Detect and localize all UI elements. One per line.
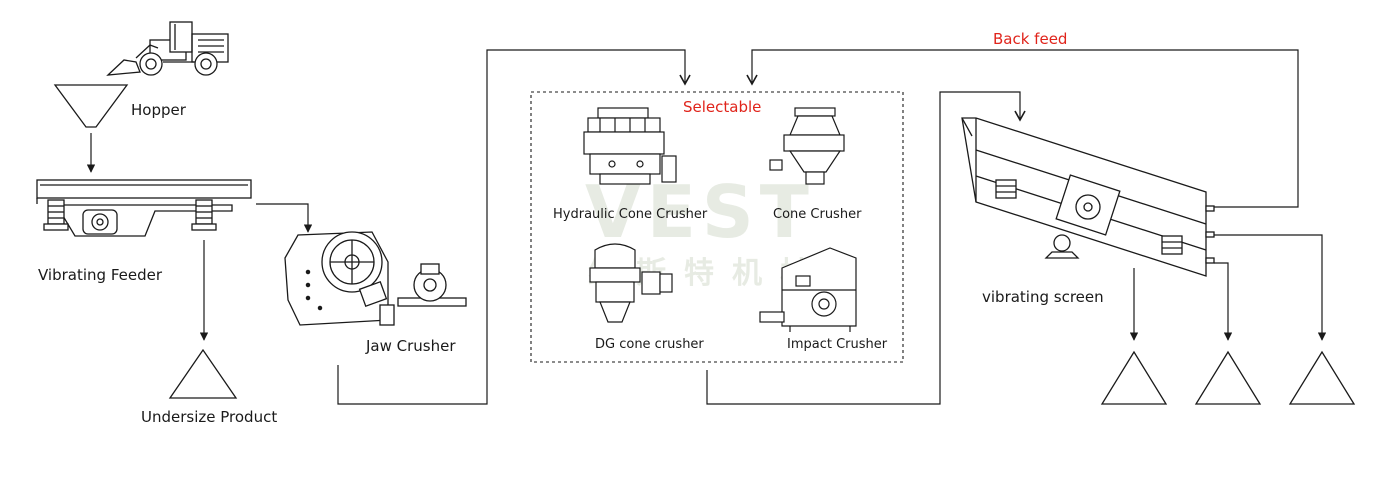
product-pile-2-icon: [1194, 350, 1262, 405]
arrow-back-feed: [746, 49, 1299, 208]
wheel-loader-icon: [106, 21, 229, 76]
undersize-pile-icon: [168, 348, 238, 399]
arrow-secondary-to-screen: [706, 91, 1026, 405]
label-hopper: Hopper: [131, 101, 186, 119]
product-pile-3-icon: [1288, 350, 1356, 405]
arrow-feeder-to-jaw: [256, 203, 313, 233]
jaw-crusher-icon: [284, 231, 467, 326]
label-vibrating-feeder: Vibrating Feeder: [38, 266, 163, 284]
label-jaw-crusher: Jaw Crusher: [366, 337, 456, 355]
impact-crusher-icon: [759, 247, 857, 332]
label-cone-crusher: Cone Crusher: [773, 207, 862, 222]
cone-crusher-icon: [769, 107, 845, 185]
label-selectable: Selectable: [683, 98, 762, 116]
vibrating-feeder-icon: [36, 179, 252, 237]
vibrating-screen-icon: [961, 117, 1215, 277]
hydraulic-cone-crusher-icon: [583, 107, 677, 185]
arrow-jaw-to-secondary: [337, 49, 691, 405]
label-back-feed: Back feed: [993, 30, 1068, 48]
arrow-screen-output-3: [1214, 234, 1327, 341]
selectable-group-box: [530, 91, 904, 363]
hopper-icon: [53, 84, 129, 128]
label-hydraulic-cone-crusher: Hydraulic Cone Crusher: [553, 207, 708, 222]
label-vibrating-screen: vibrating screen: [982, 288, 1104, 306]
product-pile-1-icon: [1100, 350, 1168, 405]
label-impact-crusher: Impact Crusher: [787, 337, 888, 352]
dg-cone-crusher-icon: [589, 243, 673, 323]
label-undersize-product: Undersize Product: [141, 408, 278, 426]
arrow-screen-output-2: [1214, 262, 1233, 341]
label-dg-cone-crusher: DG cone crusher: [595, 337, 704, 352]
